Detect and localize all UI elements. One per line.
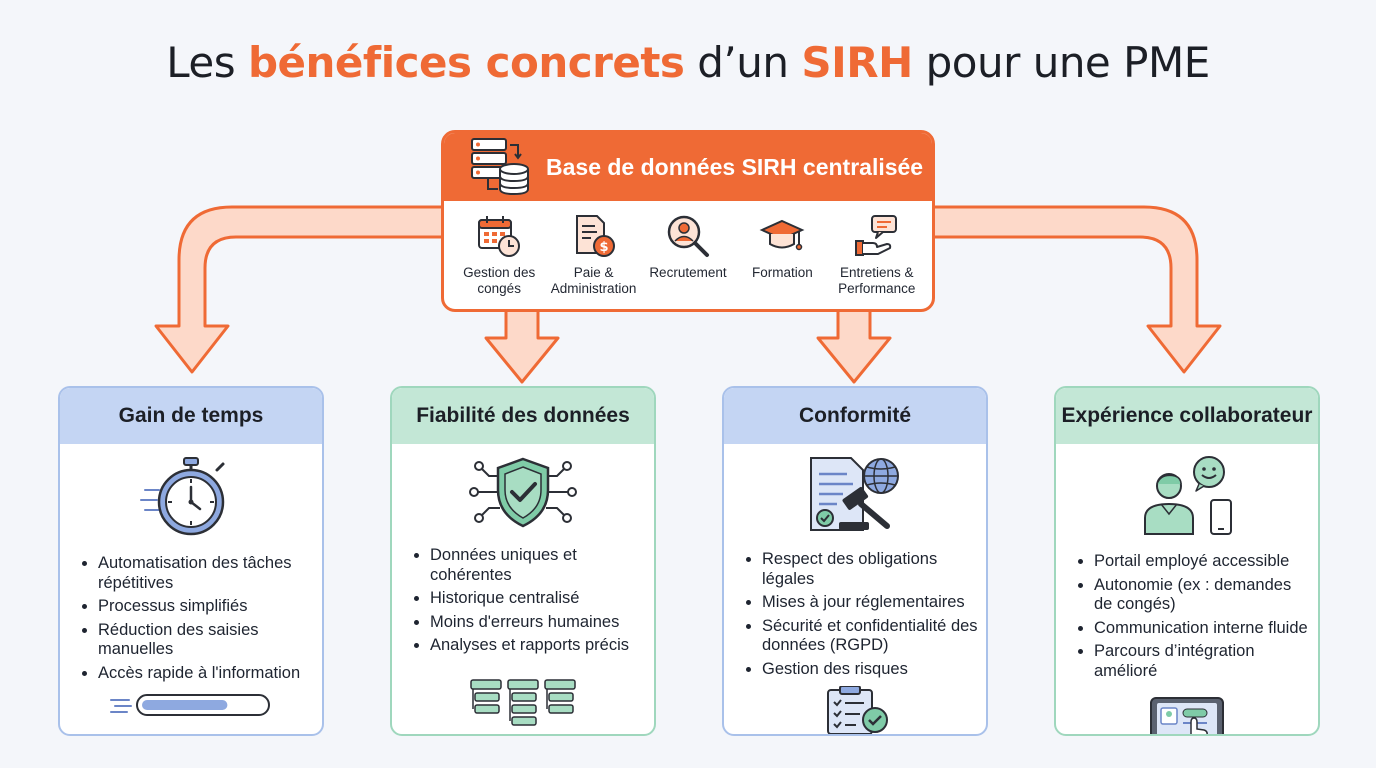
card-title: Fiabilité des données [392, 388, 654, 444]
hand-speech-bubble-icon [854, 215, 897, 256]
arrow-to-experience [930, 205, 1222, 374]
svg-text:$: $ [599, 240, 608, 255]
list-item: Communication interne fluide [1094, 619, 1318, 639]
list-item: Accès rapide à l'information [98, 664, 322, 684]
module-conges: Gestion des congés [452, 213, 546, 297]
benefit-list: Données uniques et cohérentes Historique… [392, 546, 654, 656]
benefit-list: Portail employé accessible Autonomie (ex… [1056, 552, 1318, 681]
employee-smiley-phone-icon [1144, 456, 1232, 535]
calendar-clock-icon [478, 216, 521, 257]
hub-header: Base de données SIRH centralisée [444, 133, 932, 201]
benefit-card-conformite: Conformité Respect des obligations légal… [722, 386, 988, 736]
progress-fill [142, 700, 228, 710]
list-item: Parcours d’intégration amélioré [1094, 642, 1318, 681]
graduation-cap-icon [759, 219, 805, 251]
benefit-card-experience: Expérience collaborateur Portail employé… [1054, 386, 1320, 736]
list-item: Sécurité et confidentialité des données … [762, 617, 986, 656]
module-paie: $ Paie & Administration [547, 213, 641, 297]
database-server-icon [471, 138, 529, 196]
module-label: Gestion des congés [463, 265, 536, 296]
benefit-list: Respect des obligations légales Mises à … [724, 550, 986, 679]
card-title: Expérience collaborateur [1056, 388, 1318, 444]
progress-bar-icon [110, 694, 270, 716]
page-title: Les bénéfices concrets d’un SIRH pour un… [0, 38, 1376, 87]
payslip-dollar-icon: $ [575, 215, 615, 257]
benefit-card-fiabilite: Fiabilité des données Données uniques et… [390, 386, 656, 736]
module-label: Formation [751, 265, 813, 280]
clipboard-check-icon [827, 686, 888, 734]
list-item: Réduction des saisies manuelles [98, 621, 322, 660]
central-database-box: Base de données SIRH centralisée Gestion… [441, 130, 935, 312]
list-item: Automatisation des tâches répétitives [98, 554, 322, 593]
arrow-to-fiabilite [484, 308, 560, 384]
module-label: Paie & Administration [550, 265, 637, 296]
module-label: Entretiens & Performance [838, 265, 916, 296]
card-title: Conformité [724, 388, 986, 444]
hub-title: Base de données SIRH centralisée [546, 153, 924, 180]
list-item: Processus simplifiés [98, 597, 322, 617]
benefit-list: Automatisation des tâches répétitives Pr… [60, 554, 322, 683]
benefit-card-gain-de-temps: Gain de temps Automatisation des tâches … [58, 386, 324, 736]
list-item: Mises à jour réglementaires [762, 593, 986, 613]
title-highlight: bénéfices concrets [247, 38, 685, 87]
list-item: Moins d'erreurs humaines [430, 613, 654, 633]
title-text: Les [166, 38, 248, 87]
tablet-touch-icon [1150, 697, 1224, 734]
magnifier-person-icon [667, 215, 709, 257]
list-item: Gestion des risques [762, 660, 986, 680]
list-item: Analyses et rapports précis [430, 636, 654, 656]
list-item: Respect des obligations légales [762, 550, 986, 589]
list-item: Données uniques et cohérentes [430, 546, 654, 585]
module-entretiens: Entretiens & Performance [830, 213, 924, 297]
document-gavel-globe-icon [810, 457, 899, 531]
module-recrutement: Recrutement [641, 213, 735, 297]
title-highlight: SIRH [801, 38, 913, 87]
title-text: d’un [684, 38, 802, 87]
shield-check-circuit-icon [469, 457, 577, 528]
card-title: Gain de temps [60, 388, 322, 444]
title-text: pour une PME [912, 38, 1211, 87]
list-item: Historique centralisé [430, 589, 654, 609]
module-formation: Formation [735, 213, 829, 297]
list-item: Portail employé accessible [1094, 552, 1318, 572]
arrow-to-gain-de-temps [154, 205, 446, 374]
module-label: Recrutement [649, 265, 727, 280]
stopwatch-icon [140, 457, 225, 536]
module-list: Gestion des congés $ Paie & Administrati… [444, 201, 932, 297]
list-item: Autonomie (ex : demandes de congés) [1094, 576, 1318, 615]
arrow-to-conformite [816, 308, 892, 384]
data-tables-icon [470, 679, 576, 726]
